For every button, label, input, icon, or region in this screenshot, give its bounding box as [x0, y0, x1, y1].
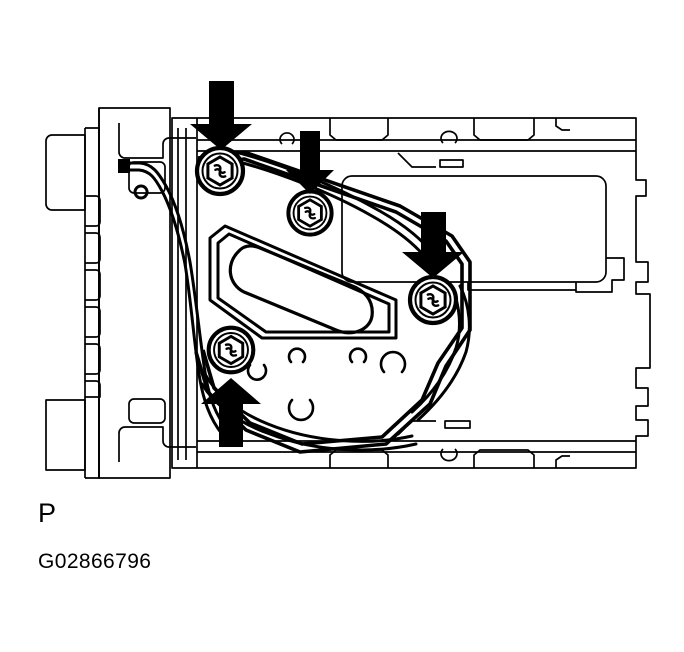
caption-letter: P [38, 498, 57, 528]
bracket-small-holes [246, 347, 407, 422]
bolt-4[interactable] [209, 328, 254, 373]
figure-code: G02866796 [38, 550, 152, 573]
bracket-oval-relief [228, 244, 374, 335]
callout-arrow-4 [201, 378, 261, 447]
callout-arrow-2 [286, 131, 334, 194]
figure-caption: P G02866796 [38, 498, 458, 574]
callout-arrow-1 [190, 81, 252, 150]
bolt-1[interactable] [197, 148, 243, 194]
mounting-bracket [194, 150, 472, 454]
bolt-3[interactable] [410, 277, 456, 323]
callout-arrow-3 [402, 212, 464, 278]
bracket-cutout [208, 224, 398, 340]
bolt-2[interactable] [286, 189, 334, 237]
housing-outline [45, 107, 651, 479]
routed-hose-line [118, 159, 230, 436]
